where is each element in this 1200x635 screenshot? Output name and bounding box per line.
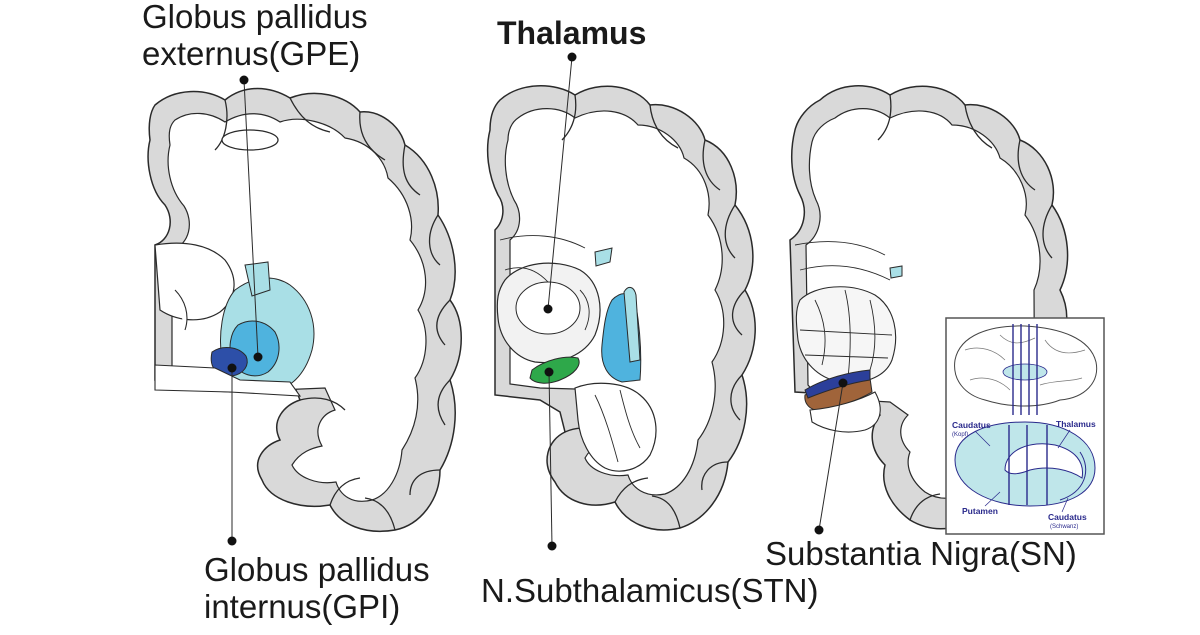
gpi-leader-dot bbox=[227, 363, 237, 373]
gpi-label-line1: Globus pallidus bbox=[204, 551, 430, 588]
slice-right-sulci bbox=[877, 94, 1053, 521]
slice-right-upper-lines bbox=[794, 241, 891, 281]
slice-middle-sulci bbox=[561, 94, 746, 529]
inset-thalamus-arc bbox=[1004, 443, 1084, 479]
slice-middle bbox=[486, 52, 756, 551]
inset-label-schwanz: (Schwanz) bbox=[1050, 524, 1078, 530]
inset-label-caudatus-kopf: Caudatus bbox=[952, 420, 991, 430]
slice-left-ventricle bbox=[221, 129, 279, 151]
stn-label: N.Subthalamicus(STN) bbox=[481, 572, 819, 609]
thalamus-leader-dot-top bbox=[567, 52, 577, 62]
gpe-label-line1: Globus pallidus bbox=[142, 0, 368, 35]
slice-left bbox=[147, 75, 462, 546]
inset-label-thalamus: Thalamus bbox=[1056, 419, 1096, 429]
slice-right-thalamus-lines bbox=[799, 289, 893, 379]
thalamus-leader-dot bbox=[543, 304, 553, 314]
slice-middle-thalamus-lines bbox=[499, 235, 590, 331]
gpe-label-line2: externus(GPE) bbox=[142, 34, 361, 72]
gpi-label-line2: internus(GPI) bbox=[204, 587, 401, 625]
inset-lateral-ventricle bbox=[1002, 363, 1048, 381]
slice-middle-brainstem-lines bbox=[594, 389, 641, 463]
sn-label: Substantia Nigra(SN) bbox=[765, 535, 1077, 572]
stn-leader-dot bbox=[544, 367, 554, 377]
gpe-label: Globus pallidus externus(GPE) bbox=[142, 0, 368, 73]
stn-leader-line bbox=[548, 371, 553, 547]
inset-label-caudatus-schwanz: Caudatus bbox=[1048, 512, 1087, 522]
gpe-leader-dot-top bbox=[239, 75, 249, 85]
slice-right-small-nucleus bbox=[889, 265, 903, 279]
sn-region-dark bbox=[804, 369, 871, 399]
thalamus-leader-line bbox=[547, 56, 573, 310]
slice-middle-brainstem bbox=[574, 382, 657, 472]
inset-section-lines bbox=[1008, 324, 1048, 505]
inset-label-kopf: (Kopf) bbox=[952, 432, 968, 438]
gpe-leader-line bbox=[243, 79, 259, 358]
slice-left-upper-nucleus bbox=[244, 261, 271, 297]
stn-leader-dot-bottom bbox=[547, 541, 557, 551]
stn-region bbox=[529, 356, 580, 384]
sn-leader-dot-bottom bbox=[814, 525, 824, 535]
gpi-leader-dot-bottom bbox=[227, 536, 237, 546]
slice-middle-ventricle bbox=[594, 247, 613, 267]
slice-left-sulci bbox=[214, 97, 451, 531]
inset-pointer-lines bbox=[974, 429, 1071, 513]
slice-right-midbrain bbox=[809, 391, 881, 433]
sn-leader-line bbox=[818, 382, 844, 531]
inset-label-putamen: Putamen bbox=[962, 506, 998, 516]
slice-right-thalamus bbox=[795, 286, 897, 384]
inset-caudate-tail bbox=[1059, 451, 1087, 501]
sn-leader-dot bbox=[838, 378, 848, 388]
inset-brain-lateral-folds bbox=[964, 334, 1086, 391]
inset-overview: Caudatus (Kopf) Thalamus Putamen Caudatu… bbox=[945, 317, 1105, 535]
slice-left-lower-structures bbox=[154, 289, 302, 397]
gpe-leader-dot bbox=[253, 352, 263, 362]
thalamus-label: Thalamus bbox=[497, 15, 647, 51]
slice-middle-putamen-light bbox=[623, 287, 641, 363]
gpi-label: Globus pallidus internus(GPI) bbox=[204, 551, 430, 626]
